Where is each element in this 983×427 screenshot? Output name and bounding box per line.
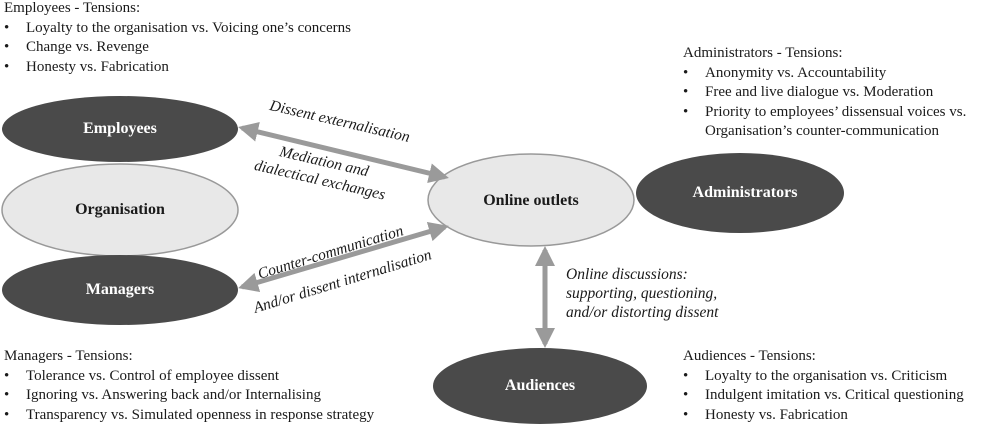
tension-item: Indulgent imitation vs. Critical questio… [683,386,983,406]
tension-item: Transparency vs. Simulated openness in r… [4,406,424,426]
employees-ellipse [2,96,238,162]
online-discussions-line1: Online discussions: [566,266,688,283]
administrators-node: Administrators [692,184,798,201]
tension-item: Loyalty to the organisation vs. Criticis… [683,367,983,387]
audiences-tensions-title: Audiences - Tensions: [683,348,816,364]
administrators-ellipse [636,153,844,233]
administrators-tensions-title: Administrators - Tensions: [683,45,843,61]
managers-ellipse [2,255,238,325]
tension-item: Change vs. Revenge [4,38,424,58]
online-outlets-node: Online outlets [483,192,579,209]
employees-tensions: Employees - Tensions: Loyalty to the org… [4,0,424,77]
tension-item: Anonymity vs. Accountability [683,64,983,84]
online-outlets-ellipse [427,153,635,247]
audiences-ellipse [433,348,647,424]
employees-outlets-arrow [238,122,449,183]
employees-tensions-title: Employees - Tensions: [4,0,141,16]
tension-item: Honesty vs. Fabrication [4,58,424,78]
tension-item: Honesty vs. Fabrication [683,406,983,426]
tension-item: Priority to employees’ dissensual voices… [683,103,983,142]
audiences-node: Audiences [504,377,576,394]
organisation-node: Organisation [75,201,165,218]
tension-item: Ignoring vs. Answering back and/or Inter… [4,386,424,406]
managers-tensions: Managers - Tensions: Tolerance vs. Contr… [4,347,424,425]
tension-item: Tolerance vs. Control of employee dissen… [4,367,424,387]
tension-item: Free and live dialogue vs. Moderation [683,83,983,103]
tension-item: Loyalty to the organisation vs. Voicing … [4,19,424,39]
audiences-tensions: Audiences - Tensions: Loyalty to the org… [683,347,983,425]
employees-node: Employees [83,120,157,137]
online-discussions-label: Online discussions: supporting, question… [566,265,718,322]
online-discussions-line2: supporting, questioning, [566,285,718,302]
administrators-tensions: Administrators - Tensions: Anonymity vs.… [683,44,983,142]
online-discussions-line3: and/or distorting dissent [566,304,719,321]
managers-tensions-title: Managers - Tensions: [4,348,133,364]
managers-node: Managers [85,281,155,298]
managers-outlets-arrow [238,221,449,293]
